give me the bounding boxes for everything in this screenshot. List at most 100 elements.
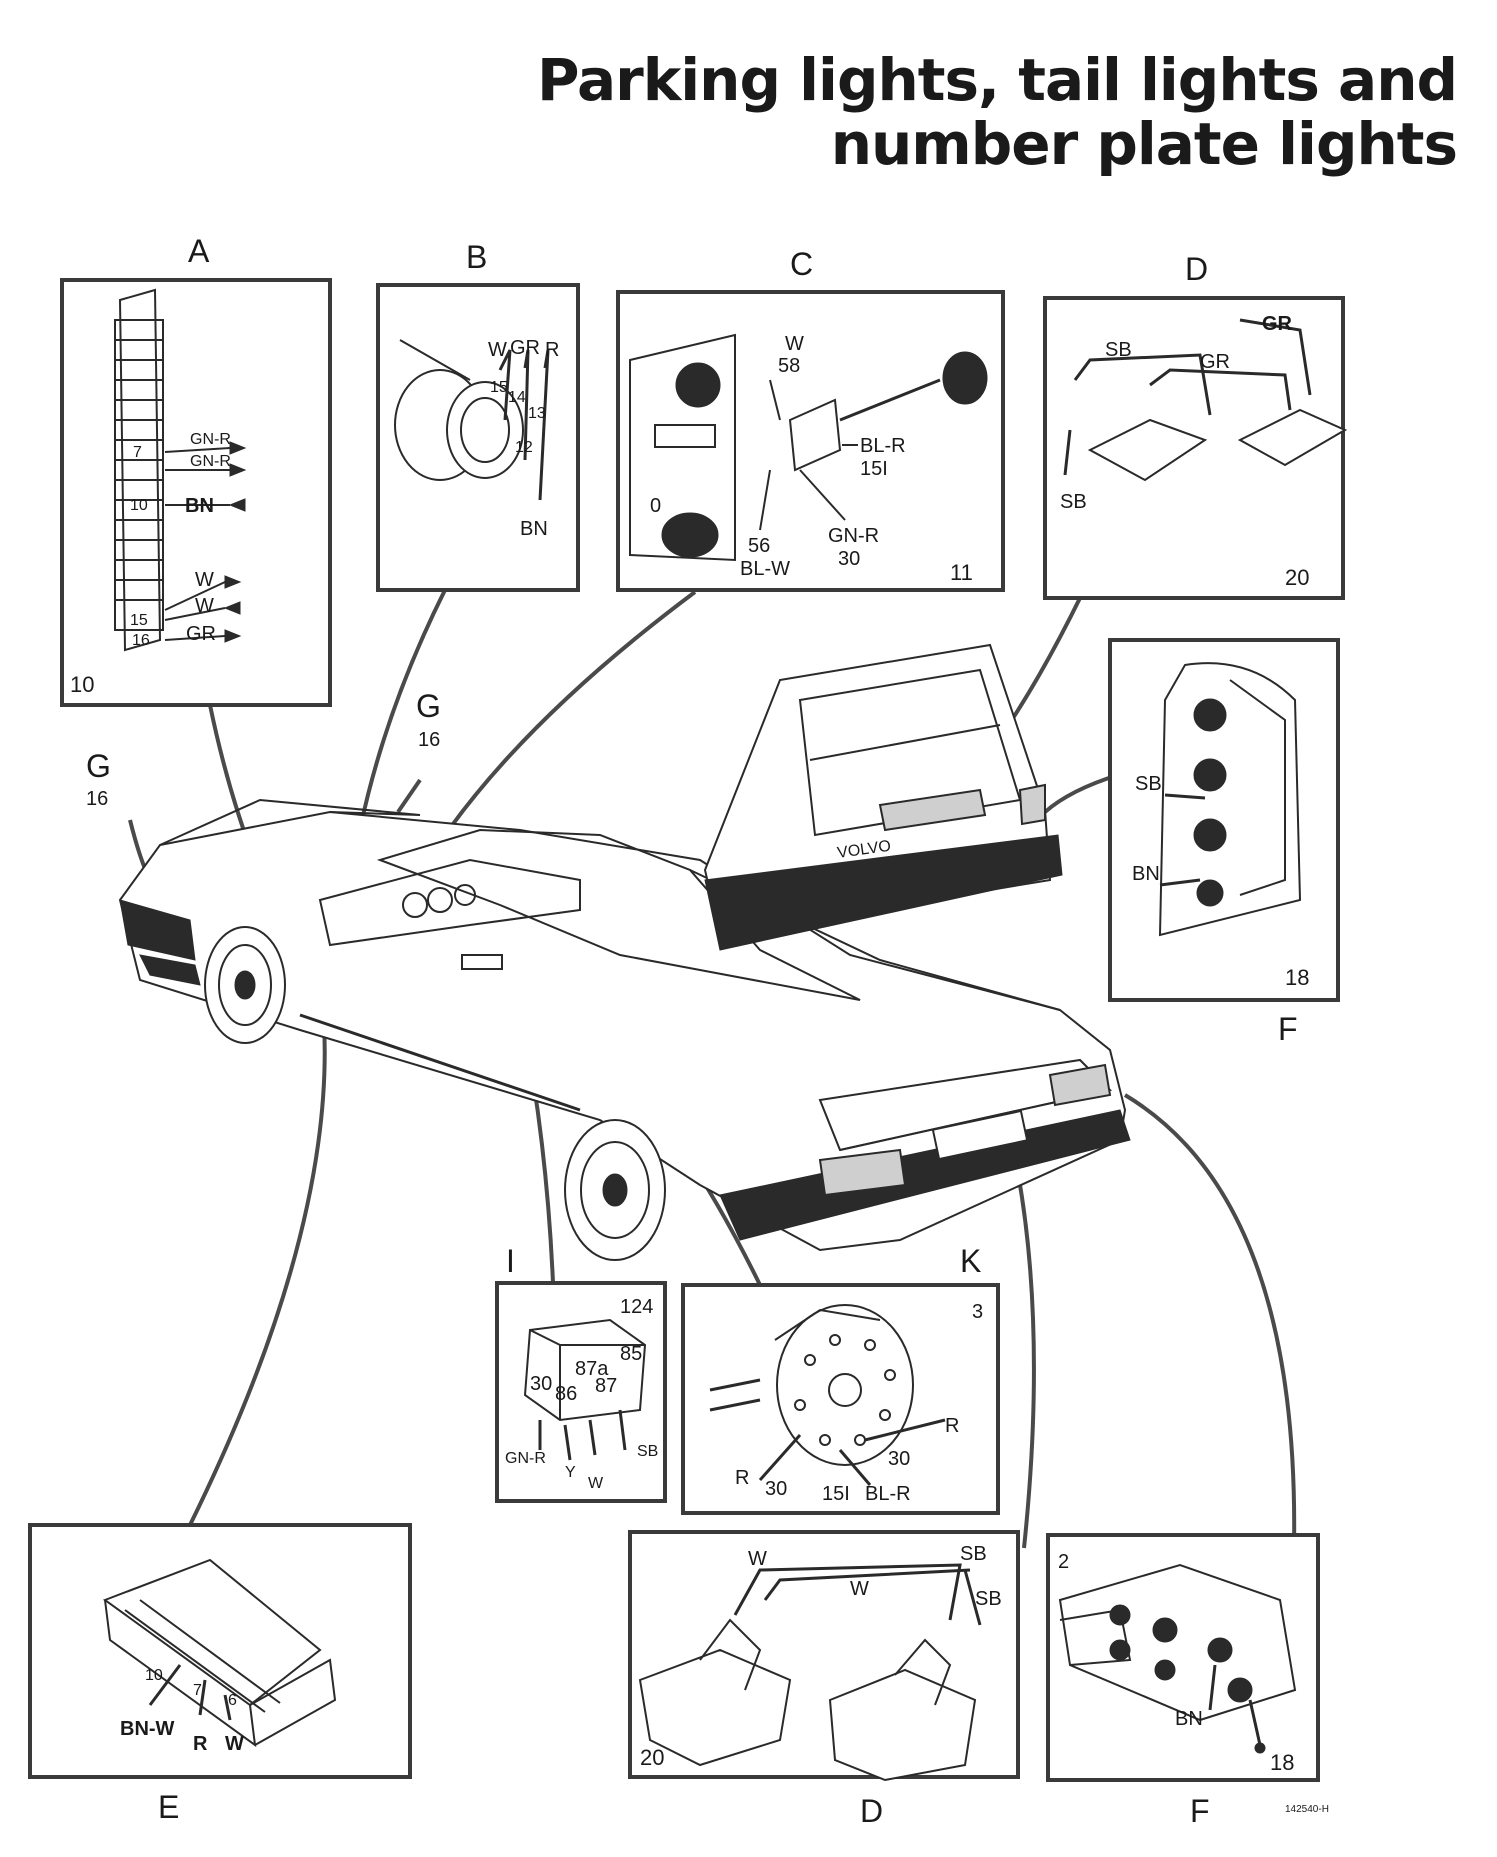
panel-B-pin-14: 14 [508, 389, 526, 406]
panel-C-wire-GN-R: GN-R [828, 525, 879, 547]
panel-A-wire-3: BN [185, 495, 214, 517]
panel-F-right-wire-BN: BN [1132, 863, 1160, 885]
estate-rear-inset: VOLVO [703, 643, 1063, 951]
panel-A-letter: A [188, 233, 210, 269]
panel-D-top-wire-GR-1: GR [1262, 313, 1293, 335]
panel-K-wire-R-2: R [735, 1467, 749, 1489]
panel-C-wire-BL-W: BL-W [740, 558, 790, 580]
panel-I: I 124 87a 85 30 86 87 GN-R Y W SB [495, 1243, 667, 1503]
panel-C-30: 30 [838, 548, 860, 570]
panel-C-56: 56 [748, 535, 770, 557]
panel-D-top-wire-GR-2: GR [1200, 351, 1230, 373]
panel-B-wire-R: R [545, 339, 559, 361]
panel-A-pin-10: 10 [130, 497, 148, 514]
panel-K-number: 3 [972, 1301, 983, 1323]
panel-B-wire-BN: BN [520, 518, 548, 540]
panel-D-top-number: 20 [1285, 565, 1309, 590]
panel-C: C 11 0 W 58 BL-R 15I GN-R 30 56 BL-W [616, 246, 1005, 592]
panel-D-top-wire-SB-2: SB [1060, 491, 1087, 513]
panel-B-wire-W: W [488, 339, 507, 361]
panel-D-bottom: D 20 W SB W SB [628, 1530, 1020, 1829]
panel-A-pin-15: 15 [130, 612, 148, 629]
panel-K-30-1: 30 [888, 1448, 910, 1470]
panel-F-right-wire-SB: SB [1135, 773, 1162, 795]
title-line-1: Parking lights, tail lights and [537, 46, 1458, 114]
panel-F-bottom-letter: F [1190, 1793, 1210, 1829]
panel-C-number: 11 [950, 560, 973, 585]
car-illustration [118, 798, 1131, 1261]
fuse-strip [114, 319, 164, 631]
panel-I-wire-GN-R: GN-R [505, 1450, 546, 1467]
panel-A-wire-1: GN-R [190, 431, 231, 448]
panel-D-bottom-letter: D [860, 1793, 883, 1829]
panel-I-wire-Y: Y [565, 1464, 576, 1481]
panel-K-wire-R-1: R [945, 1415, 959, 1437]
panel-F-bottom-number-2: 2 [1058, 1551, 1069, 1573]
panel-E: E 10 7 6 BN-W R W [28, 1523, 412, 1825]
panel-A-wire-5: W [195, 595, 214, 617]
panel-A-wire-6: GR [186, 623, 216, 645]
label-G-front-number: 16 [86, 788, 108, 810]
title-line-2: number plate lights [830, 110, 1458, 178]
panel-B-letter: B [466, 239, 487, 275]
panel-B-wire-GR: GR [510, 337, 540, 359]
page-title: Parking lights, tail lights and number p… [537, 46, 1458, 178]
panel-I-term-30: 30 [530, 1373, 552, 1395]
panel-I-letter: I [506, 1243, 515, 1279]
panel-A-wire-2: GN-R [190, 453, 231, 470]
panel-C-wire-W: W [785, 333, 804, 355]
panel-K-wire-BL-R: BL-R [865, 1483, 911, 1505]
panel-E-pin-7: 7 [193, 1682, 202, 1699]
panel-E-letter: E [158, 1789, 179, 1825]
panel-F-bottom-wire-BN: BN [1175, 1708, 1203, 1730]
panel-E-pin-6: 6 [228, 1692, 237, 1709]
panel-C-letter: C [790, 246, 813, 282]
panel-D-bottom-number: 20 [640, 1745, 664, 1770]
label-G-front-letter: G [86, 748, 111, 784]
panel-A: A 10 7 10 15 16 GN-R GN-R [60, 233, 332, 707]
panel-E-wire-R: R [193, 1733, 208, 1755]
panel-D-bottom-wire-SB-1: SB [960, 1543, 987, 1565]
panel-F-right-letter: F [1278, 1011, 1298, 1047]
panel-C-15I: 15I [860, 458, 888, 480]
panel-I-term-87a: 87a [575, 1358, 609, 1380]
panel-B: B W GR R 15 14 13 12 BN [376, 239, 580, 592]
panel-F-bottom: F 2 18 BN [1046, 1533, 1320, 1829]
panel-E-wire-W: W [225, 1733, 244, 1755]
panel-F-bottom-number-18: 18 [1270, 1750, 1294, 1775]
panel-D-top-wire-SB-1: SB [1105, 339, 1132, 361]
panel-I-wire-W: W [588, 1475, 604, 1492]
figure-code: 142540-H [1285, 1804, 1329, 1815]
panel-K-letter: K [960, 1243, 981, 1279]
panel-K-15I: 15I [822, 1483, 850, 1505]
panel-B-pin-13: 13 [528, 405, 546, 422]
panel-D-bottom-wire-W-1: W [748, 1548, 767, 1570]
panel-D-top: D 20 GR SB GR SB [1043, 251, 1348, 600]
panel-F-right: F 18 SB BN [1108, 638, 1340, 1047]
panel-E-wire-BN-W: BN-W [120, 1718, 175, 1740]
panel-I-term-87: 87 [595, 1375, 617, 1397]
panel-B-pin-12: 12 [515, 439, 533, 456]
panel-I-term-86: 86 [555, 1383, 577, 1405]
panel-B-pin-15: 15 [490, 379, 508, 396]
panel-D-top-letter: D [1185, 251, 1208, 287]
panel-C-zero: 0 [650, 495, 661, 517]
panel-F-right-number: 18 [1285, 965, 1309, 990]
panel-A-frame [60, 278, 332, 707]
panel-K-30-2: 30 [765, 1478, 787, 1500]
label-G-roof-letter: G [416, 688, 441, 724]
panel-I-term-85: 85 [620, 1343, 642, 1365]
panel-A-pin-16: 16 [132, 632, 150, 649]
panel-I-number: 124 [620, 1296, 653, 1318]
panel-I-wire-SB: SB [637, 1443, 658, 1460]
panel-C-58: 58 [778, 355, 800, 377]
panel-A-pin-7: 7 [133, 444, 142, 461]
panel-D-bottom-wire-SB-2: SB [975, 1588, 1002, 1610]
panel-D-bottom-wire-W-2: W [850, 1578, 869, 1600]
panel-E-pin-10: 10 [145, 1667, 163, 1684]
panel-C-wire-BL-R: BL-R [860, 435, 906, 457]
label-G-roof-number: 16 [418, 729, 440, 751]
panel-A-wire-4: W [195, 569, 214, 591]
panel-K: K 3 R 30 R 30 15I BL-R [681, 1243, 1000, 1515]
